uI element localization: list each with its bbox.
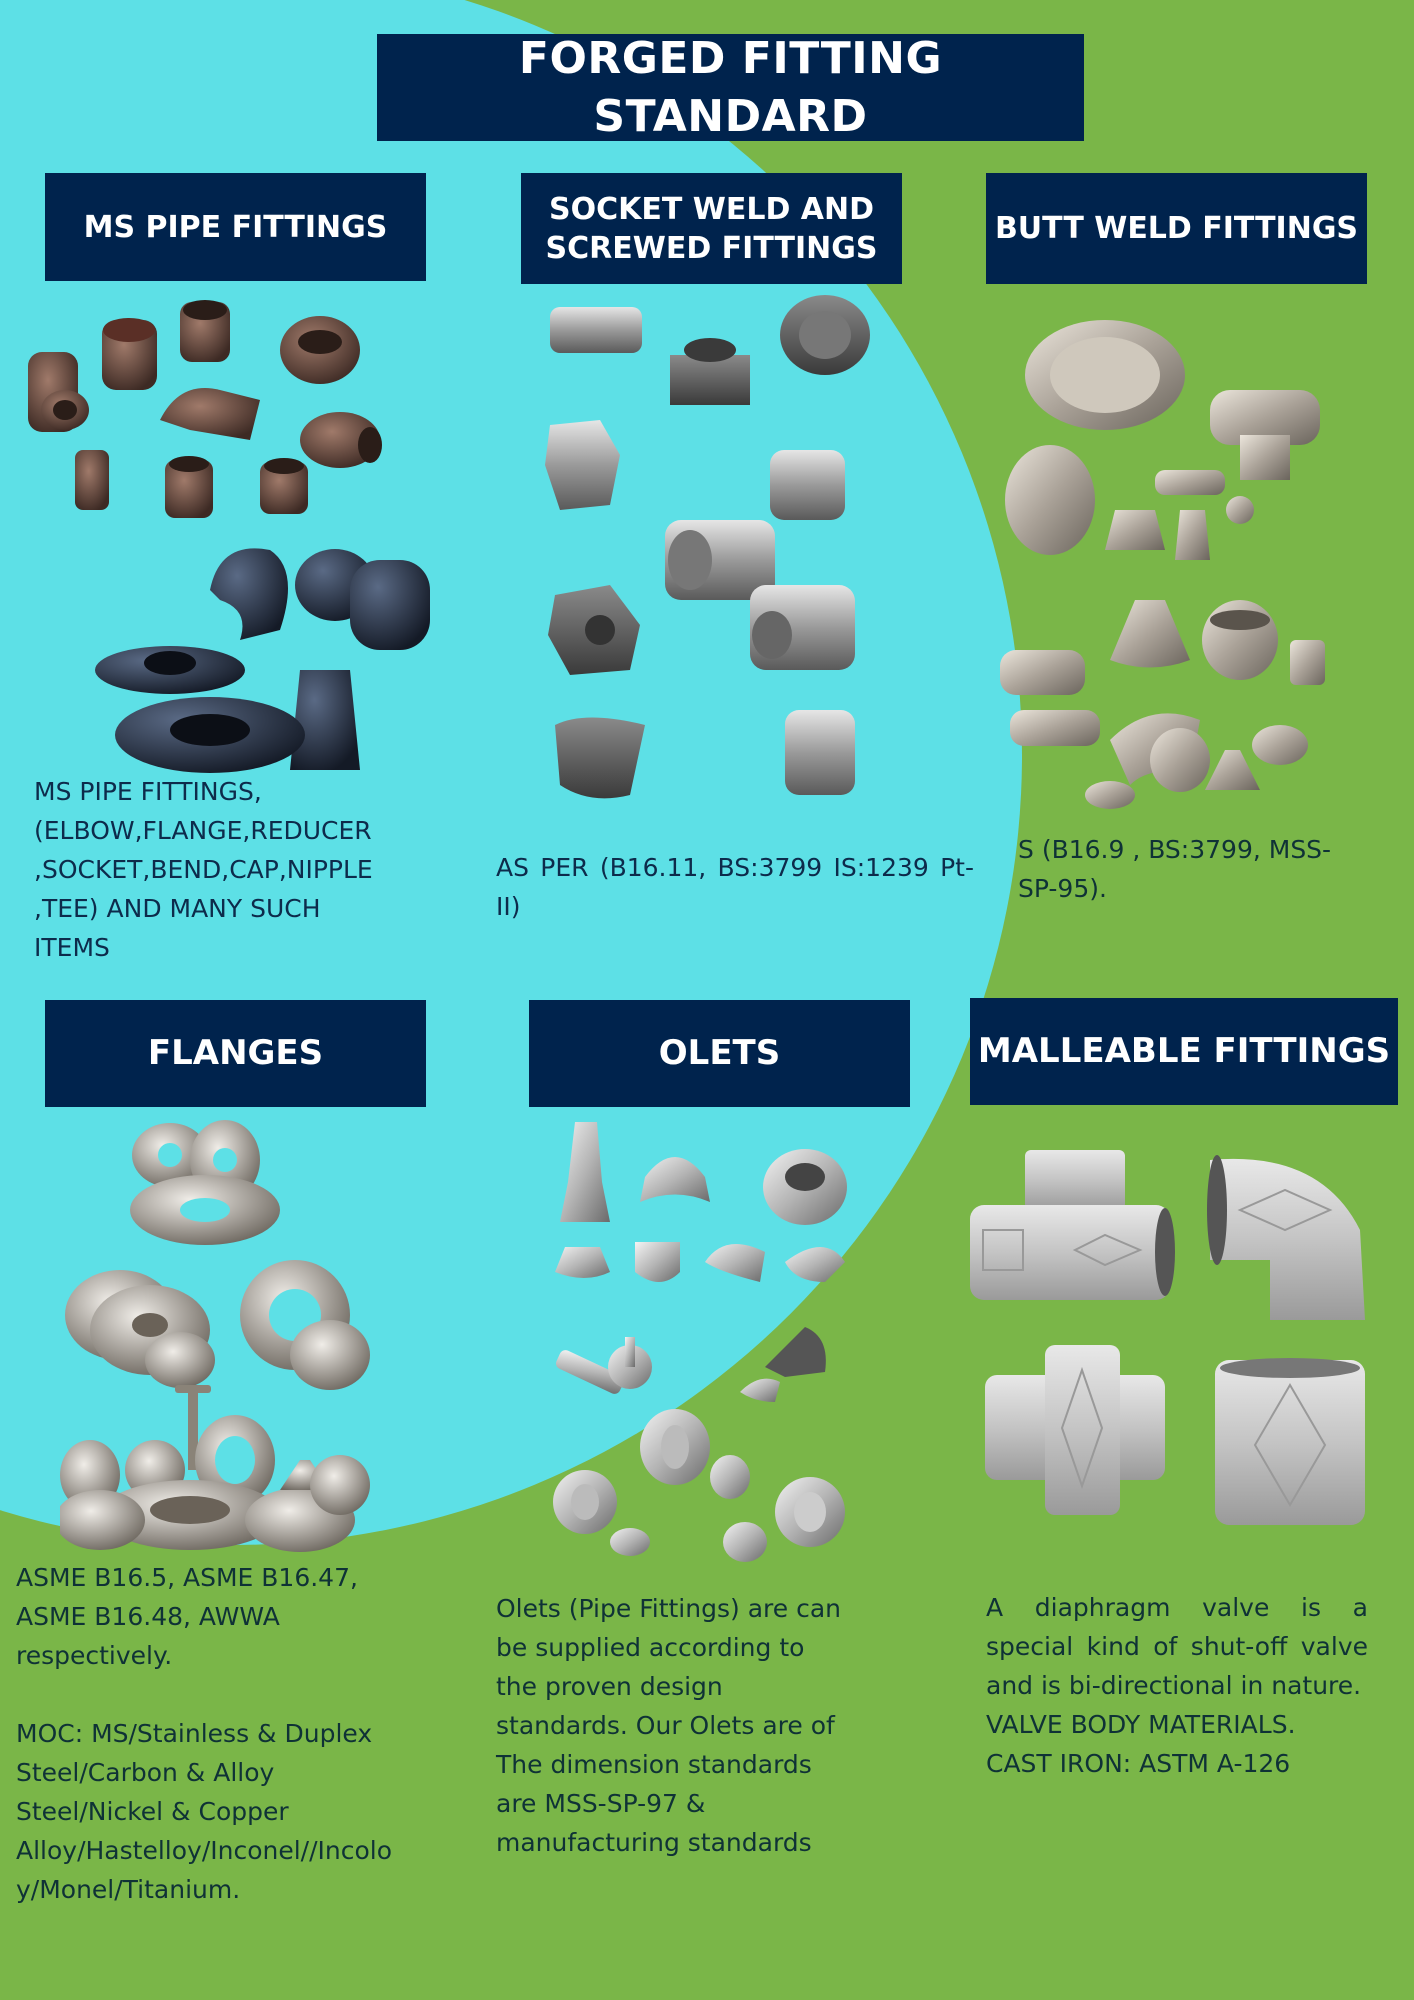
malleable-fittings-description: A diaphragm valve is a special kind of s… — [986, 1593, 1368, 1700]
olets-photo — [553, 1122, 847, 1562]
socket-weld-fittings-photo — [545, 295, 870, 799]
section-heading-olets: OLETS — [529, 1000, 910, 1107]
butt-weld-description: S (B16.9 , BS:3799, MSS- SP-95). — [1018, 835, 1332, 903]
heading-line-2: SCREWED FITTINGS — [545, 230, 878, 266]
section-heading-socket-weld: SOCKET WELD AND SCREWED FITTINGS — [521, 173, 902, 284]
heading-line-1: SOCKET WELD AND — [548, 191, 875, 227]
malleable-fittings-photo — [970, 1150, 1365, 1525]
flanges-photo — [60, 1120, 370, 1552]
butt-weld-fittings-photo — [1000, 320, 1325, 809]
section-heading-malleable-fittings: MALLEABLE FITTINGS — [970, 998, 1398, 1105]
section-heading-flanges: FLANGES — [45, 1000, 426, 1107]
flanges-description: ASME B16.5, ASME B16.47, ASME B16.48, AW… — [16, 1563, 393, 1904]
ms-pipe-fittings-description: MS PIPE FITTINGS, (ELBOW,FLANGE,REDUCER … — [34, 777, 373, 962]
socket-weld-description: AS PER (B16.11, BS:3799 IS:1239 Pt-II) — [496, 853, 974, 921]
section-heading-butt-weld-fittings: BUTT WELD FITTINGS — [986, 173, 1367, 284]
valve-body-materials: VALVE BODY MATERIALS. CAST IRON: ASTM A-… — [986, 1710, 1296, 1778]
page-title: FORGED FITTING STANDARD — [377, 33, 1084, 142]
ms-pipe-fittings-photo — [28, 300, 430, 773]
section-heading-ms-pipe-fittings: MS PIPE FITTINGS — [45, 173, 426, 281]
olets-description: Olets (Pipe Fittings) are can be supplie… — [496, 1594, 841, 1857]
